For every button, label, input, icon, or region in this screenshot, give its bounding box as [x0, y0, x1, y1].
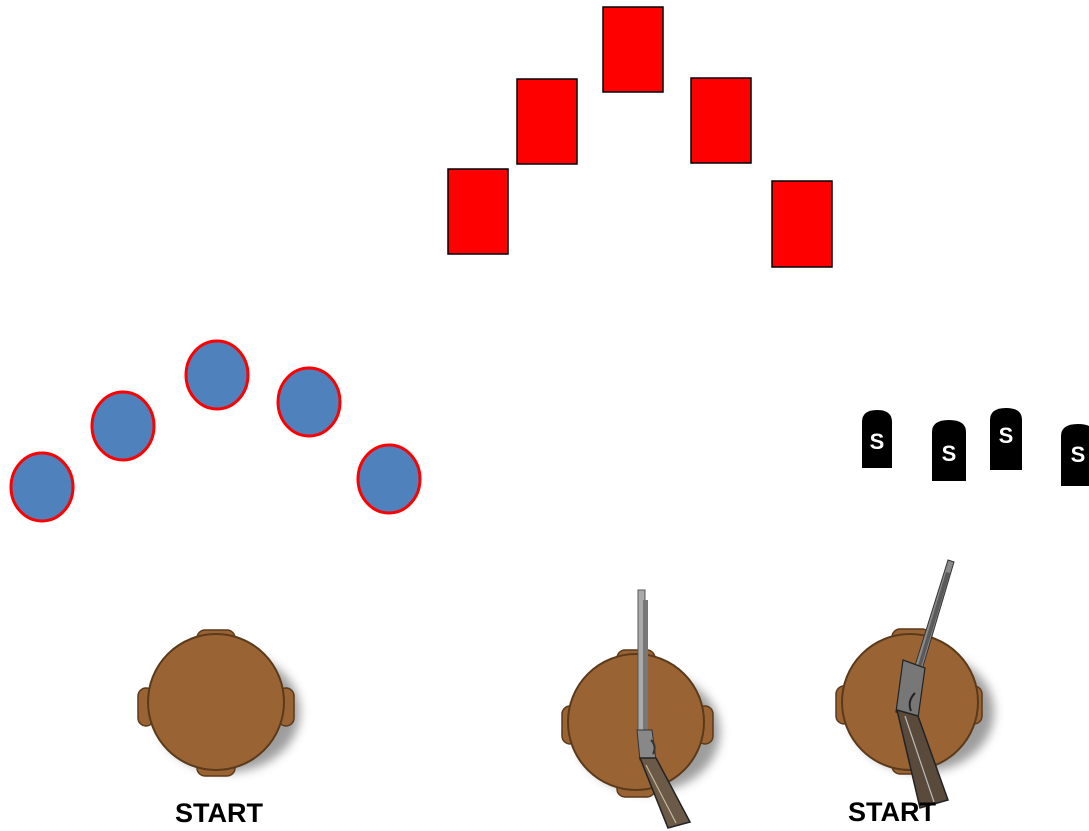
blue-round-targets [11, 341, 420, 521]
blue-round-target [11, 453, 73, 521]
knockdown-target: S [1061, 424, 1089, 486]
blue-round-target [186, 341, 248, 409]
knockdown-label: S [999, 423, 1014, 448]
knockdown-label: S [870, 429, 885, 454]
red-steel-target [448, 169, 508, 254]
blue-round-target [92, 392, 154, 460]
red-steel-target [603, 7, 663, 92]
knockdown-target: S [990, 408, 1022, 470]
shotgun-knockdown-targets: S S S S [862, 408, 1089, 486]
start-label-left: START [175, 800, 263, 827]
knockdown-label: S [1071, 442, 1086, 467]
table-left [138, 630, 300, 776]
knockdown-target: S [932, 420, 966, 481]
red-steel-targets [448, 7, 832, 267]
blue-round-target [358, 445, 420, 513]
knockdown-target: S [862, 410, 892, 468]
red-steel-target [691, 78, 751, 163]
red-steel-target [517, 79, 577, 164]
red-steel-target [772, 181, 832, 267]
start-label-right: START [848, 799, 936, 826]
blue-round-target [278, 368, 340, 436]
knockdown-label: S [942, 441, 957, 466]
